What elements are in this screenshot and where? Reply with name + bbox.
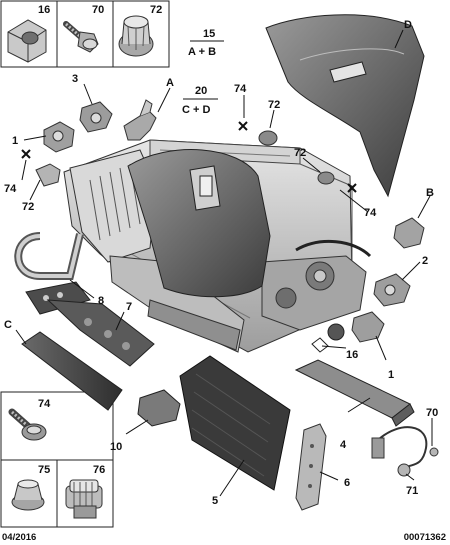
callout-6: 6 bbox=[344, 477, 350, 489]
callout-8: 8 bbox=[98, 295, 104, 307]
group-15: 15 A + B bbox=[188, 28, 224, 58]
clip-nut-icon bbox=[7, 19, 47, 63]
filter-5 bbox=[179, 355, 291, 491]
actuator-2 bbox=[373, 273, 411, 307]
callout-labels: D A 3 74 72 1 72 74 72 B 74 2 8 7 C 16 1… bbox=[4, 19, 438, 507]
leader-lines bbox=[15, 29, 433, 497]
callout-70: 70 bbox=[426, 407, 438, 419]
grommet-icon bbox=[65, 479, 103, 519]
upper-duct-D bbox=[265, 14, 425, 198]
callout-1-left: 1 bbox=[12, 135, 18, 147]
cap-icon bbox=[11, 479, 45, 511]
plug-72-right bbox=[317, 171, 335, 185]
svg-text:20: 20 bbox=[195, 85, 207, 97]
parts-box-bottom: 74 75 76 bbox=[0, 391, 114, 528]
footer-date: 04/2016 bbox=[2, 532, 37, 543]
part-ref-74: 74 bbox=[38, 398, 51, 410]
callout-72-top: 72 bbox=[268, 99, 280, 111]
callout-A: A bbox=[166, 77, 174, 89]
svg-text:C + D: C + D bbox=[182, 104, 210, 116]
x-markers bbox=[21, 121, 357, 193]
parts-box-top: 16 70 72 bbox=[0, 0, 170, 68]
callout-2: 2 bbox=[422, 255, 428, 267]
callout-74-left: 74 bbox=[4, 183, 17, 195]
panel-C bbox=[21, 331, 123, 411]
callout-C: C bbox=[4, 319, 12, 331]
bar-6 bbox=[295, 423, 327, 511]
group-20: 20 C + D bbox=[182, 85, 218, 116]
part-ref-70: 70 bbox=[92, 4, 104, 16]
screw-icon bbox=[63, 21, 99, 53]
rivet-screw-icon bbox=[8, 408, 47, 441]
resistor-10 bbox=[137, 389, 181, 427]
callout-7: 7 bbox=[126, 301, 132, 313]
callout-74-right: 74 bbox=[364, 207, 377, 219]
actuator-B bbox=[393, 217, 425, 249]
panel-7 bbox=[46, 299, 155, 367]
pipe-9 bbox=[14, 232, 84, 280]
part-ref-72: 72 bbox=[150, 4, 162, 16]
callout-16: 16 bbox=[346, 349, 358, 361]
callout-3: 3 bbox=[72, 73, 78, 85]
footer-reference: 00071362 bbox=[403, 532, 446, 543]
callout-D: D bbox=[404, 19, 412, 31]
callout-72-right: 72 bbox=[294, 147, 306, 159]
part-ref-76: 76 bbox=[93, 464, 105, 476]
actuator-16 bbox=[311, 323, 345, 353]
callout-10: 10 bbox=[110, 441, 122, 453]
plug-72-left bbox=[35, 163, 61, 187]
callout-1-right: 1 bbox=[388, 369, 394, 381]
part-ref-75: 75 bbox=[38, 464, 50, 476]
part-ref-16: 16 bbox=[38, 4, 50, 16]
heater-core-4 bbox=[294, 359, 415, 427]
svg-text:A + B: A + B bbox=[188, 46, 216, 58]
plug-72-top bbox=[258, 130, 278, 146]
callout-4: 4 bbox=[340, 439, 347, 451]
svg-text:15: 15 bbox=[203, 28, 215, 40]
blower-cover bbox=[127, 149, 271, 298]
panel-8 bbox=[25, 281, 91, 315]
callout-72-left: 72 bbox=[22, 201, 34, 213]
callout-B: B bbox=[426, 187, 434, 199]
actuator-3 bbox=[79, 101, 113, 133]
bracket-A bbox=[123, 99, 157, 141]
callout-74-top: 74 bbox=[234, 83, 247, 95]
actuator-1-right bbox=[351, 311, 385, 343]
harness-70-71 bbox=[371, 426, 439, 477]
plug-icon bbox=[118, 15, 154, 57]
callout-5: 5 bbox=[212, 495, 218, 507]
callout-71: 71 bbox=[406, 485, 418, 497]
actuator-1-top bbox=[43, 121, 75, 153]
